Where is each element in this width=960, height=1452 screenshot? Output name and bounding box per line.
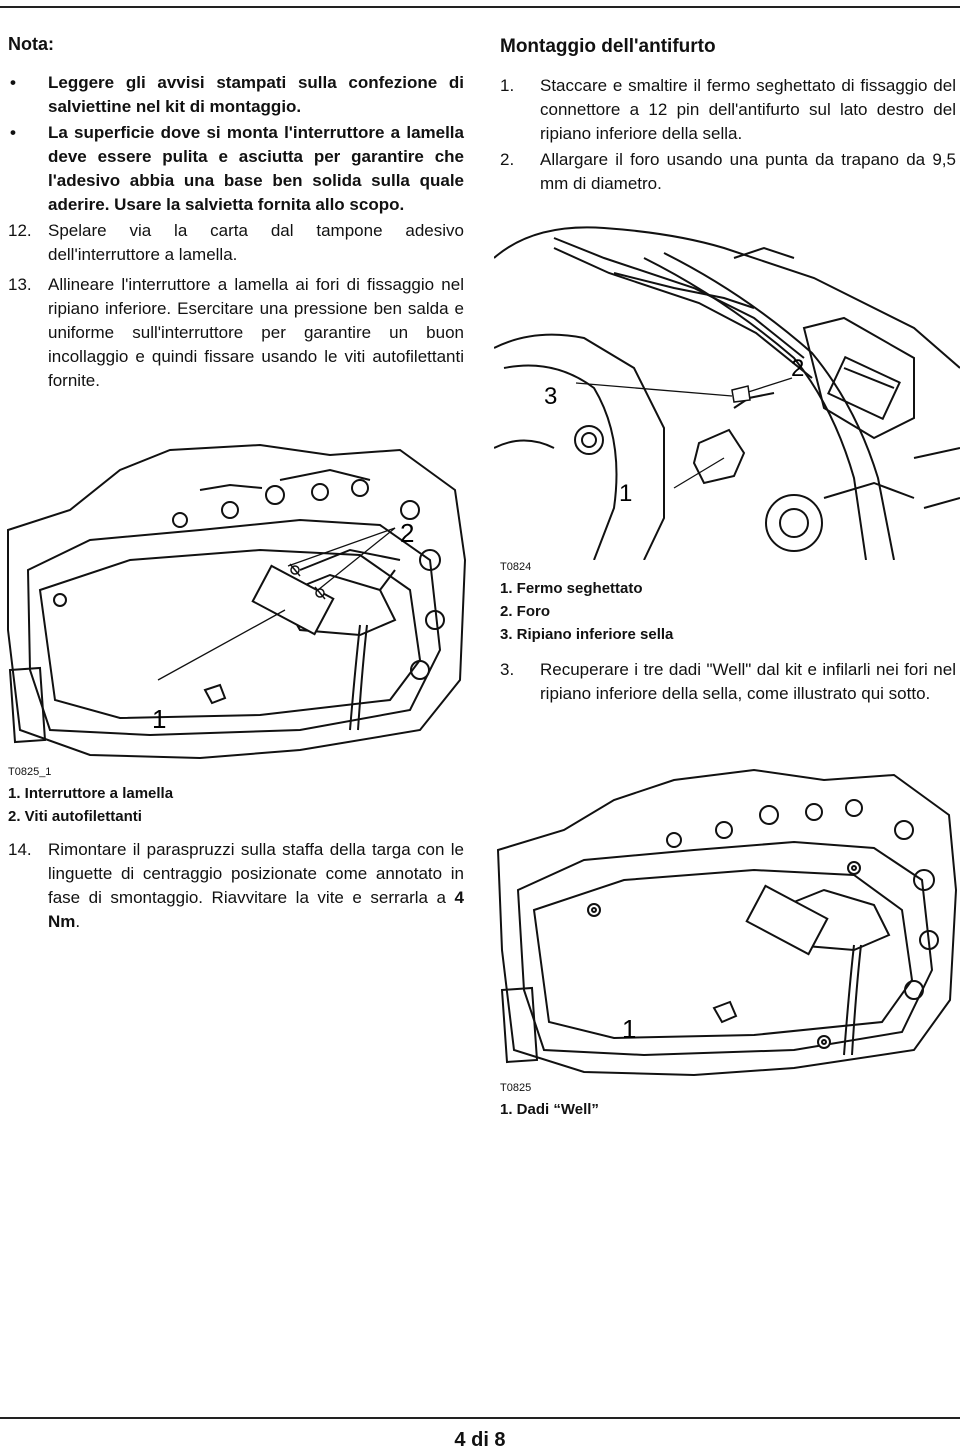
right-step-1: 1. Staccare e smaltire il fermo seghetta…	[500, 76, 956, 143]
callout-1: 1	[152, 704, 166, 734]
step-12: 12. Spelare via la carta dal tampone ade…	[8, 221, 464, 264]
legend-item: 1. Fermo seghettato	[500, 580, 643, 597]
note-title: Nota:	[8, 34, 54, 54]
right-step-3: 3. Recuperare i tre dadi "Well" dal kit …	[500, 660, 956, 703]
page-number: 4 di 8	[454, 1429, 506, 1451]
figure-reed-switch: 1 2	[0, 430, 470, 765]
left-column: Nota: •Leggere gli avvisi stampati sulla…	[8, 34, 464, 393]
antitheft-illustration: 2 3 1	[493, 226, 960, 561]
callout-2: 2	[400, 518, 414, 548]
callout-2: 2	[791, 355, 804, 382]
section-heading: Montaggio dell'antifurto	[500, 36, 716, 57]
right-figure2-caption: T0825 1. Dadi “Well”	[500, 1082, 956, 1121]
callout-1: 1	[619, 480, 632, 507]
figure-antitheft-connector: 2 3 1	[493, 218, 960, 561]
figure-code: T0825	[500, 1082, 532, 1094]
legend-item: 2. Foro	[500, 603, 551, 620]
step-14: 14. Rimontare il paraspruzzi sulla staff…	[8, 840, 464, 931]
well-nuts-illustration: 1	[496, 768, 958, 1077]
callout-1: 1	[622, 1014, 636, 1044]
note-bullet: •Leggere gli avvisi stampati sulla confe…	[10, 73, 464, 116]
note-bullets: •Leggere gli avvisi stampati sulla confe…	[8, 71, 464, 217]
reed-switch-illustration: 1 2	[7, 443, 467, 760]
figure-well-nuts: 1	[494, 760, 960, 1080]
note-bullet: •La superficie dove si monta l'interrutt…	[10, 123, 464, 214]
legend-item: 2. Viti autofilettanti	[8, 808, 142, 825]
legend-item: 3. Ripiano inferiore sella	[500, 626, 674, 643]
step-13: 13. Allineare l'interruttore a lamella a…	[8, 275, 464, 390]
legend-item: 1. Dadi “Well”	[500, 1101, 599, 1118]
bottom-rule	[0, 1417, 960, 1419]
callout-3: 3	[544, 383, 557, 410]
legend-item: 1. Interruttore a lamella	[8, 785, 174, 802]
right-figure1-caption: T0824 1. Fermo seghettato 2. Foro 3. Rip…	[500, 561, 956, 706]
right-step-2: 2. Allargare il foro usando una punta da…	[500, 150, 956, 193]
top-rule	[0, 6, 960, 8]
figure-code: T0824	[500, 561, 532, 573]
left-figure-caption: T0825_1 1. Interruttore a lamella 2. Vit…	[8, 766, 464, 934]
bullet-icon: •	[10, 123, 16, 142]
right-column: Montaggio dell'antifurto 1. Staccare e s…	[500, 36, 956, 196]
bullet-icon: •	[10, 73, 16, 92]
figure-code: T0825_1	[8, 766, 52, 778]
